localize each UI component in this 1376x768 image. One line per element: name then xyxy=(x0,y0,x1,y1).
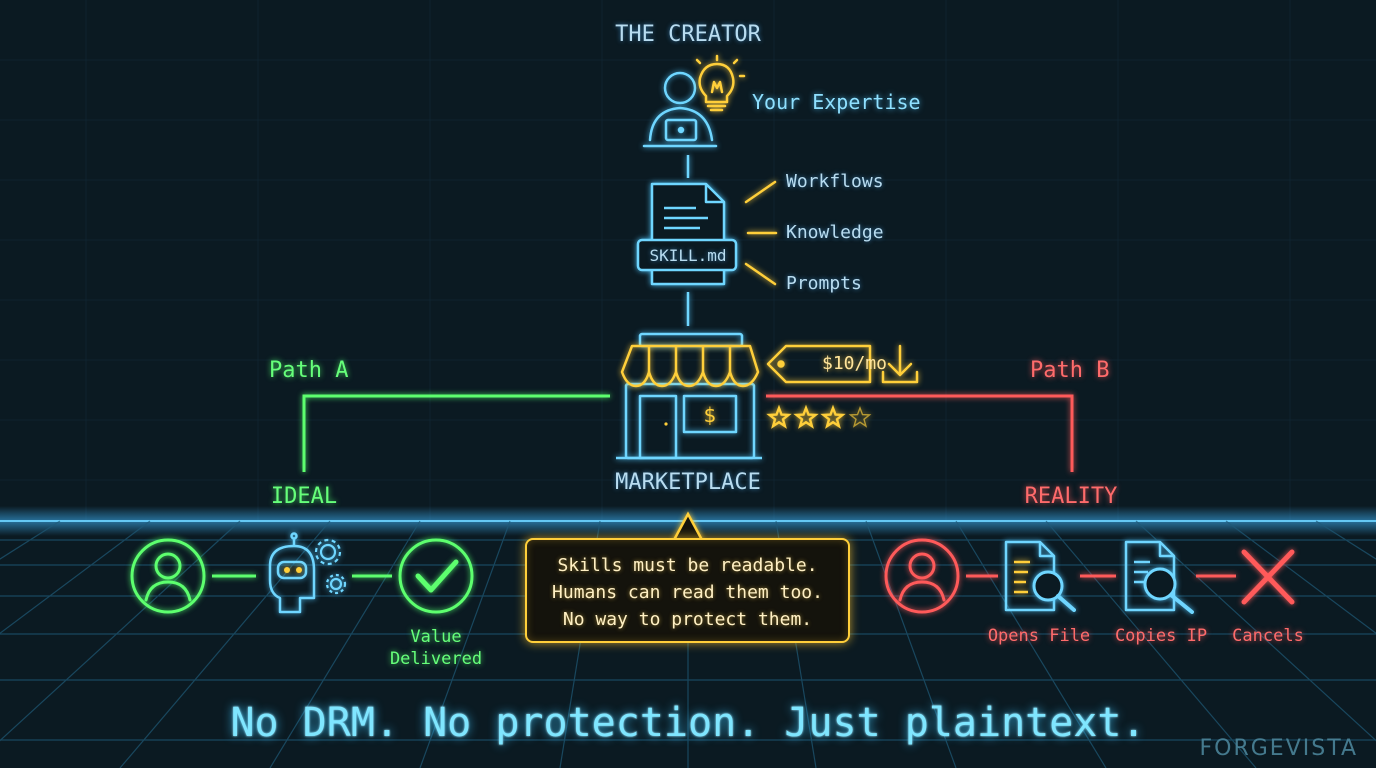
value-line-1: Value xyxy=(410,627,462,647)
file-search-icon xyxy=(1124,540,1194,614)
cancels-label: Cancels xyxy=(1232,626,1304,646)
download-icon xyxy=(881,344,919,384)
star-icon xyxy=(793,404,819,429)
storefront-icon xyxy=(616,332,762,460)
star-icon xyxy=(820,404,846,429)
magnifier-icon xyxy=(1032,570,1076,612)
document-icon xyxy=(636,182,738,286)
cross-icon xyxy=(1241,549,1295,605)
headline: No DRM. No protection. Just plaintext. xyxy=(230,700,1146,746)
person-laptop-icon xyxy=(642,71,718,148)
lightbulb-icon xyxy=(695,54,746,112)
user-icon xyxy=(884,538,960,614)
warning-line-2: Humans can read them too. xyxy=(552,582,823,603)
gear-icon xyxy=(314,538,347,595)
door-knob xyxy=(664,422,668,426)
marketplace-label: MARKETPLACE xyxy=(615,470,761,495)
path-b-label: Path B xyxy=(1030,358,1110,383)
price-label: $10/mo xyxy=(822,353,888,374)
star-outline-icon xyxy=(848,406,872,428)
value-delivered-label: Value Delivered xyxy=(390,626,482,670)
dollar-sign-icon: $ xyxy=(704,403,717,427)
expertise-label: Your Expertise xyxy=(752,90,921,114)
warning-pointer xyxy=(672,511,704,541)
user-icon xyxy=(130,538,206,614)
path-b-connector xyxy=(766,394,1074,472)
opens-file-label: Opens File xyxy=(987,626,1091,646)
price-tag-icon xyxy=(766,344,872,384)
value-line-2: Delivered xyxy=(389,649,483,669)
skill-content-knowledge: Knowledge xyxy=(786,222,884,243)
robot-icon xyxy=(268,532,316,614)
creator-title: THE CREATOR xyxy=(615,22,761,47)
ideal-label: IDEAL xyxy=(270,484,338,509)
checkmark-icon xyxy=(398,538,474,614)
brand-logo: FORGEVISTA xyxy=(1199,736,1358,761)
warning-line-3: No way to protect them. xyxy=(562,609,813,630)
reality-label: REALITY xyxy=(1024,484,1118,509)
storefront-awning xyxy=(620,344,760,388)
star-icon xyxy=(766,404,792,429)
rating-stars xyxy=(766,404,872,429)
path-a-connector xyxy=(302,394,610,472)
skill-content-prompts: Prompts xyxy=(786,273,862,294)
robot-eyes xyxy=(284,567,302,573)
skill-content-connectors xyxy=(744,180,778,286)
skill-content-workflows: Workflows xyxy=(786,171,884,192)
warning-line-1: Skills must be readable. xyxy=(557,555,818,576)
copies-ip-label: Copies IP xyxy=(1114,626,1208,646)
skill-file-label: SKILL.md xyxy=(649,246,727,265)
warning-box: Skills must be readable. Humans can read… xyxy=(525,538,850,643)
path-a-label: Path A xyxy=(269,358,349,383)
file-lines xyxy=(1014,560,1030,594)
